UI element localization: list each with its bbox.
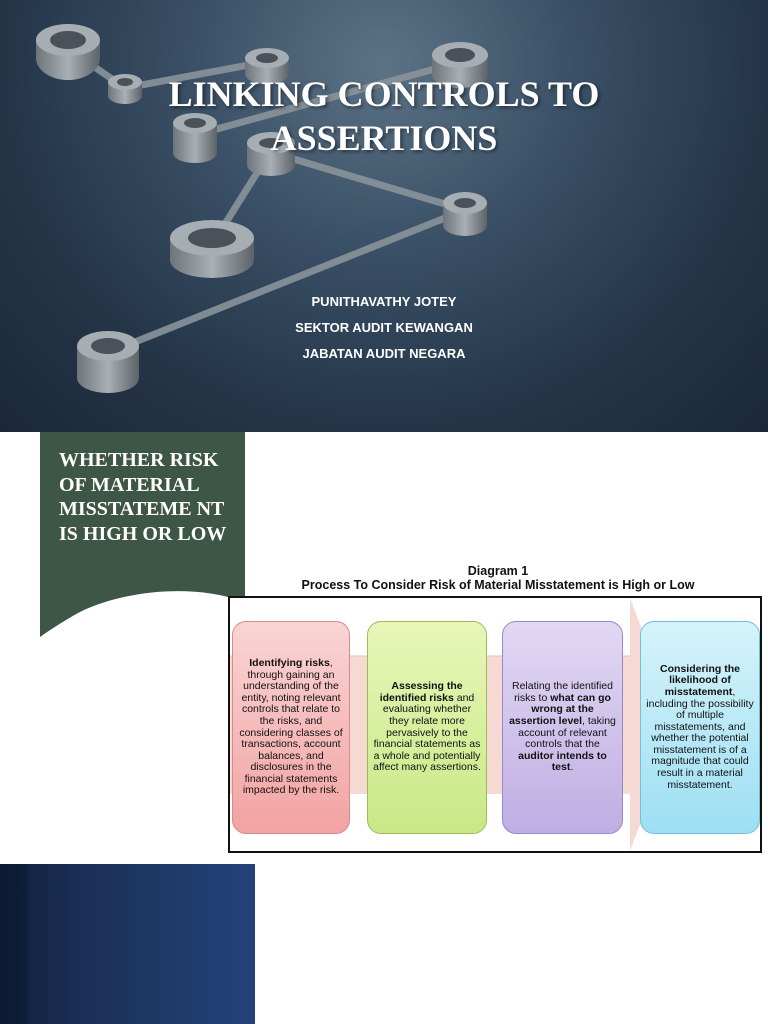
step-3-mid: , taking account of relevant controls th… [518,714,616,751]
title-slide: LINKING CONTROLS TO ASSERTIONS PUNITHAVA… [0,0,768,432]
step-considering-likelihood: Considering the likelihood of misstateme… [640,621,760,834]
step-4-text: , including the possibility of multiple … [646,685,754,791]
step-3-pre: Relating the identified risks to [512,680,613,704]
step-3-heading: what can go wrong at the assertion level [509,691,611,727]
next-slide-preview [0,864,768,1024]
step-3-emphasis: auditor intends to test [518,749,607,774]
step-1-heading: Identifying risks [249,656,330,669]
banner-shape [40,432,245,637]
step-assessing-risks: Assessing the identified risks and evalu… [367,621,487,834]
step-2-heading: Assessing the identified risks [379,680,463,704]
step-relating-risks: Relating the identified risks to what ca… [502,621,623,834]
process-diagram: Identifying risks, through gaining an un… [228,596,762,853]
title-line-1: LINKING CONTROLS TO [168,74,600,114]
content-slide: WHETHER RISK OF MATERIAL MISSTATEME NT I… [0,432,768,864]
author-name: PUNITHAVATHY JOTEY [311,294,457,309]
node-ring [36,24,100,80]
author-sector: SEKTOR AUDIT KEWANGAN [295,320,473,335]
diagram-title: Process To Consider Risk of Material Mis… [301,578,695,592]
step-identifying-risks: Identifying risks, through gaining an un… [232,621,350,834]
panel-stripe [0,864,28,1024]
network-nodes-graphic [36,24,488,393]
step-3-post: . [570,761,574,774]
dark-blue-panel [0,864,255,1024]
title-line-2: ASSERTIONS [270,118,498,158]
step-4-heading: Considering the likelihood of misstateme… [660,662,740,698]
step-1-text: , through gaining an understanding of th… [239,656,343,797]
diagram-label: Diagram 1 [467,564,529,578]
banner-heading: WHETHER RISK OF MATERIAL MISSTATEME NT I… [59,449,227,545]
slide-title: LINKING CONTROLS TO ASSERTIONS [0,72,768,160]
step-2-text: and evaluating whether they relate more … [373,691,481,774]
author-department: JABATAN AUDIT NEGARA [302,346,466,361]
